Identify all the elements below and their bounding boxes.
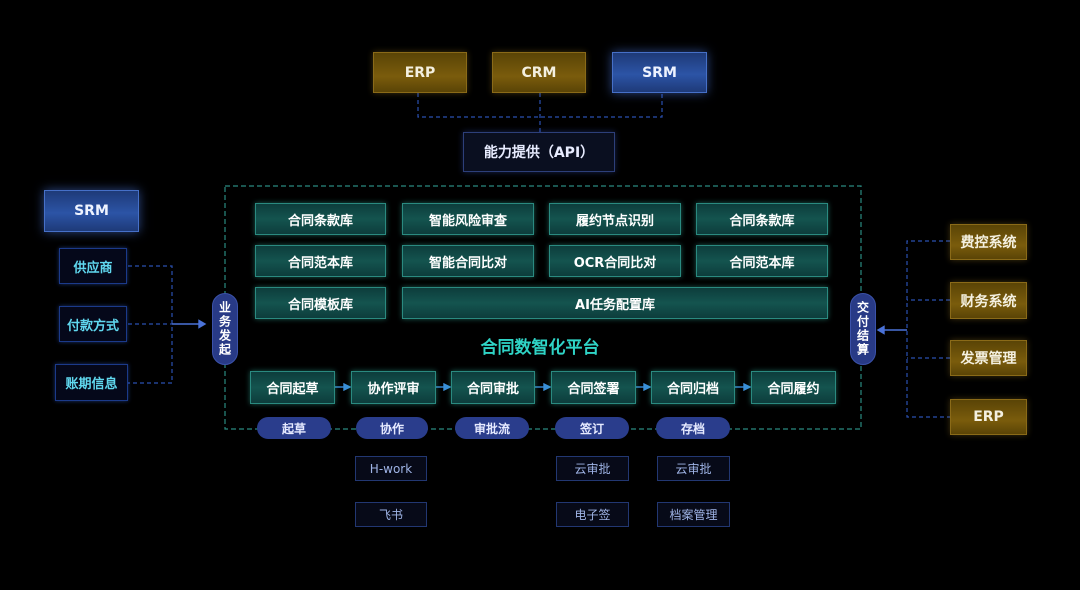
module-r1-c2: 智能风险审查 [402,203,534,235]
tool-cloud-approval-2: 云审批 [657,456,730,481]
right-item-erp: ERP [950,399,1027,435]
business-initiation-pill: 业务发起 [212,293,238,365]
api-provider-box: 能力提供（API） [463,132,615,172]
flow-step-sign: 合同签署 [551,371,636,404]
system-srm-top: SRM [612,52,707,93]
stage-pill-approval-flow: 审批流 [455,417,529,439]
stage-pill-sign: 签订 [555,417,629,439]
module-r3-wide: AI任务配置库 [402,287,828,319]
flow-step-review: 协作评审 [351,371,436,404]
module-r1-c1: 合同条款库 [255,203,386,235]
flow-step-archive: 合同归档 [651,371,735,404]
flow-step-approve: 合同审批 [451,371,535,404]
delivery-settlement-pill: 交付结算 [850,293,876,365]
tool-feishu: 飞书 [355,502,427,527]
left-item-supplier: 供应商 [59,248,127,284]
module-r1-c3: 履约节点识别 [549,203,681,235]
stage-pill-collab: 协作 [356,417,428,439]
module-r2-c2: 智能合同比对 [402,245,534,277]
right-item-expense: 费控系统 [950,224,1027,260]
module-r2-c1: 合同范本库 [255,245,386,277]
left-item-payment: 付款方式 [59,306,127,342]
system-erp-top: ERP [373,52,467,93]
module-r3-c1: 合同模板库 [255,287,386,319]
tool-hwork: H-work [355,456,427,481]
tool-archive-management: 档案管理 [657,502,730,527]
left-srm-box: SRM [44,190,139,232]
right-item-finance: 财务系统 [950,282,1027,319]
left-item-term: 账期信息 [55,364,128,401]
tool-esign: 电子签 [556,502,629,527]
flow-step-draft: 合同起草 [250,371,335,404]
tool-cloud-approval-1: 云审批 [556,456,629,481]
module-r1-c4: 合同条款库 [696,203,828,235]
platform-title: 合同数智化平台 [480,337,600,358]
module-r2-c4: 合同范本库 [696,245,828,277]
stage-pill-archive: 存档 [656,417,730,439]
stage-pill-draft: 起草 [257,417,331,439]
flow-step-fulfill: 合同履约 [751,371,836,404]
module-r2-c3: OCR合同比对 [549,245,681,277]
right-item-invoice: 发票管理 [950,340,1027,376]
system-crm-top: CRM [492,52,586,93]
